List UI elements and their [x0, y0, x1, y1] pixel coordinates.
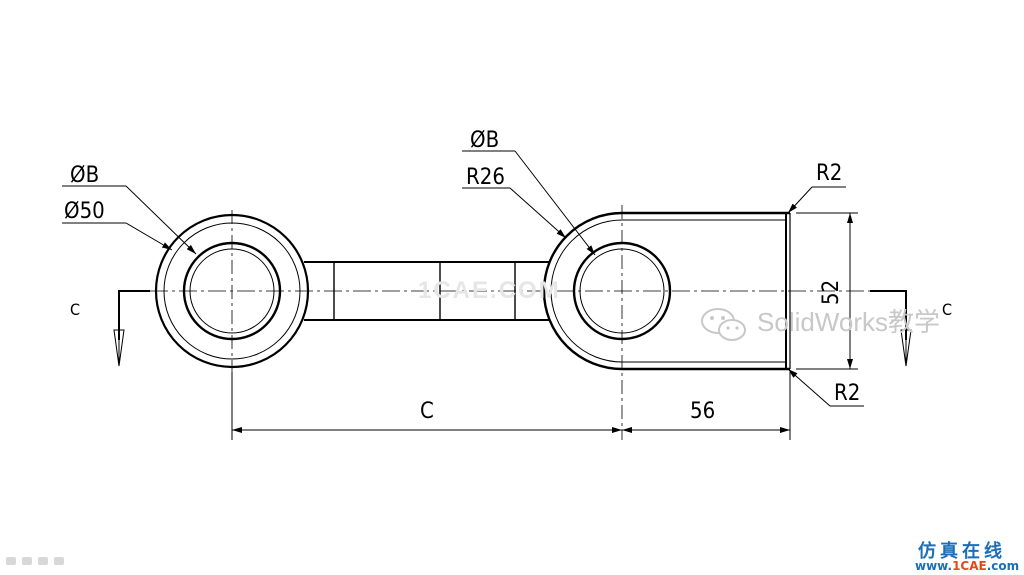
left-ring — [154, 210, 310, 372]
center-watermark: 1CAE.COM — [418, 277, 561, 304]
section-right-label: C — [942, 300, 952, 319]
top-r2-label: R2 — [816, 161, 842, 186]
right-leaders — [462, 150, 596, 256]
right-fork — [542, 205, 791, 440]
site-url-prefix: www. — [915, 559, 953, 573]
slide-nav — [6, 557, 64, 565]
left-dia-b-label: ØB — [70, 163, 99, 188]
prev-slide-icon[interactable] — [6, 557, 16, 565]
connecting-rod — [304, 261, 550, 321]
left-leaders — [62, 185, 197, 255]
height-dimension — [796, 212, 858, 370]
right-dia-b-label: ØB — [470, 128, 499, 153]
left-dia-50-label: Ø50 — [64, 199, 105, 224]
site-url-accent: 1CAE — [952, 559, 987, 573]
pen-icon[interactable] — [22, 557, 32, 565]
site-url[interactable]: www.1CAE.com — [915, 559, 1019, 573]
next-slide-icon[interactable] — [54, 557, 64, 565]
r2-leaders — [787, 186, 864, 407]
section-mark-right — [870, 290, 912, 367]
section-left-label: C — [70, 300, 80, 319]
height-52-label: 52 — [819, 280, 844, 305]
brand-watermark: SolidWorks教学 — [757, 307, 941, 337]
block-length-label: 56 — [690, 399, 715, 424]
site-url-suffix: .com — [986, 559, 1020, 573]
bottom-r2-label: R2 — [834, 381, 860, 406]
right-r26-label: R26 — [466, 165, 505, 190]
menu-icon[interactable] — [38, 557, 48, 565]
section-mark-left — [113, 290, 150, 367]
site-name: 仿真在线 — [918, 541, 1006, 562]
wechat-icon — [701, 308, 746, 341]
center-distance-label: C — [420, 399, 434, 424]
bottom-dimensions — [231, 372, 791, 440]
